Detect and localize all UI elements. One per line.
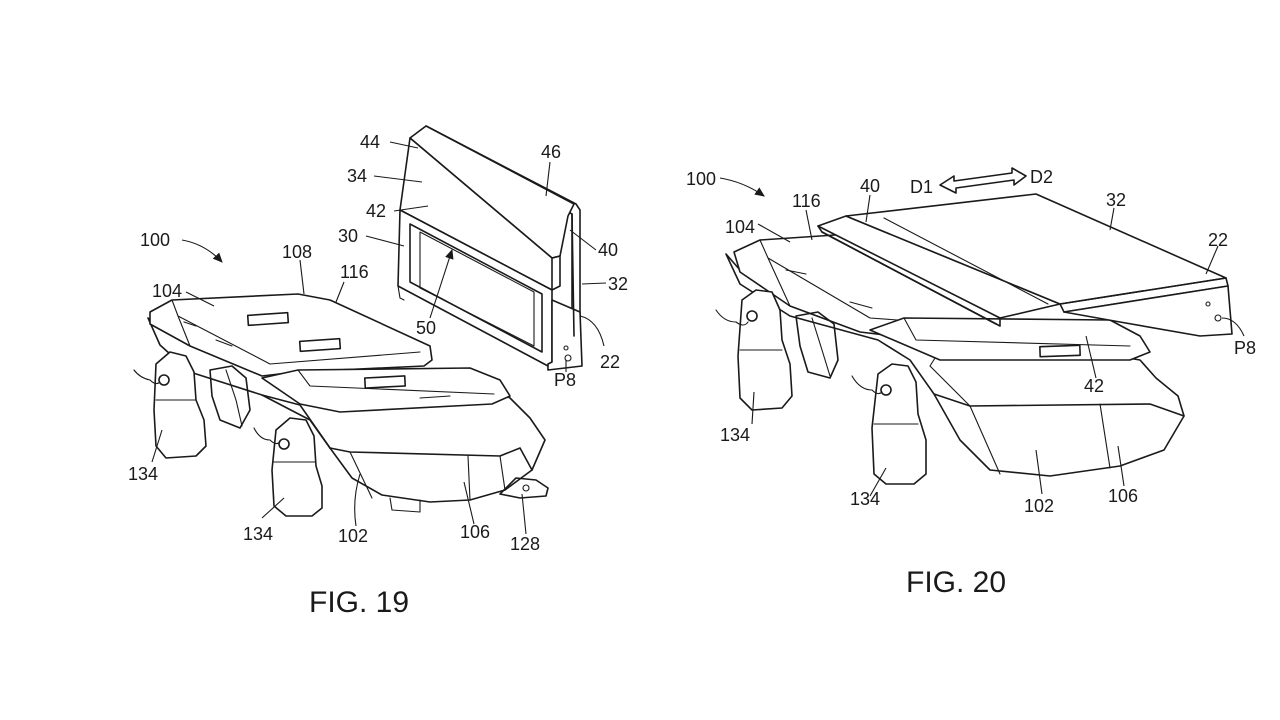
fig19-headrest-front <box>271 417 323 517</box>
label-106: 106 <box>460 522 490 542</box>
label-116: 116 <box>340 262 369 282</box>
label-30: 30 <box>338 226 358 246</box>
label-134-a: 134 <box>128 464 158 484</box>
label-44: 44 <box>360 132 380 152</box>
label-104: 104 <box>725 217 755 237</box>
label-108: 108 <box>282 242 312 262</box>
fig20-drawing <box>715 167 1233 485</box>
label-134-b: 134 <box>850 489 880 509</box>
label-100: 100 <box>686 169 716 189</box>
fig19-labels: 100 104 108 116 44 34 42 30 46 40 32 22 … <box>128 132 628 619</box>
label-40: 40 <box>598 240 618 260</box>
fig20-right-cushion <box>869 317 1151 361</box>
label-102: 102 <box>1024 496 1054 516</box>
label-40: 40 <box>860 176 880 196</box>
label-d1: D1 <box>910 177 933 197</box>
fig20-labels: 100 104 116 40 D1 D2 32 22 P8 42 134 134… <box>686 167 1256 599</box>
fig19-caption: FIG. 19 <box>309 586 409 619</box>
fig19-bracket-128 <box>499 477 549 499</box>
fig19-left-cushion <box>149 293 433 377</box>
label-22: 22 <box>1208 230 1228 250</box>
label-22: 22 <box>600 352 620 372</box>
label-104: 104 <box>152 281 182 301</box>
fig20-caption: FIG. 20 <box>906 566 1006 599</box>
fig19-drawing <box>133 125 583 517</box>
fig20-direction-arrow <box>939 167 1027 194</box>
label-116: 116 <box>792 191 821 211</box>
label-106: 106 <box>1108 486 1138 506</box>
label-42: 42 <box>1084 376 1104 396</box>
label-50: 50 <box>416 318 436 338</box>
label-34: 34 <box>347 166 367 186</box>
label-46: 46 <box>541 142 561 162</box>
label-p8: P8 <box>1234 338 1256 358</box>
label-134-b: 134 <box>243 524 273 544</box>
fig19-headrest-rear <box>153 351 207 459</box>
fig19-right-cushion <box>261 367 511 413</box>
label-32: 32 <box>608 274 628 294</box>
label-p8: P8 <box>554 370 576 390</box>
label-d2: D2 <box>1030 167 1053 187</box>
label-32: 32 <box>1106 190 1126 210</box>
label-100: 100 <box>140 230 170 250</box>
label-134-a: 134 <box>720 425 750 445</box>
label-42: 42 <box>366 201 386 221</box>
label-102: 102 <box>338 526 368 546</box>
label-128: 128 <box>510 534 540 554</box>
leader-lines <box>151 141 1245 535</box>
fig20-bracket-22 <box>1063 285 1233 337</box>
